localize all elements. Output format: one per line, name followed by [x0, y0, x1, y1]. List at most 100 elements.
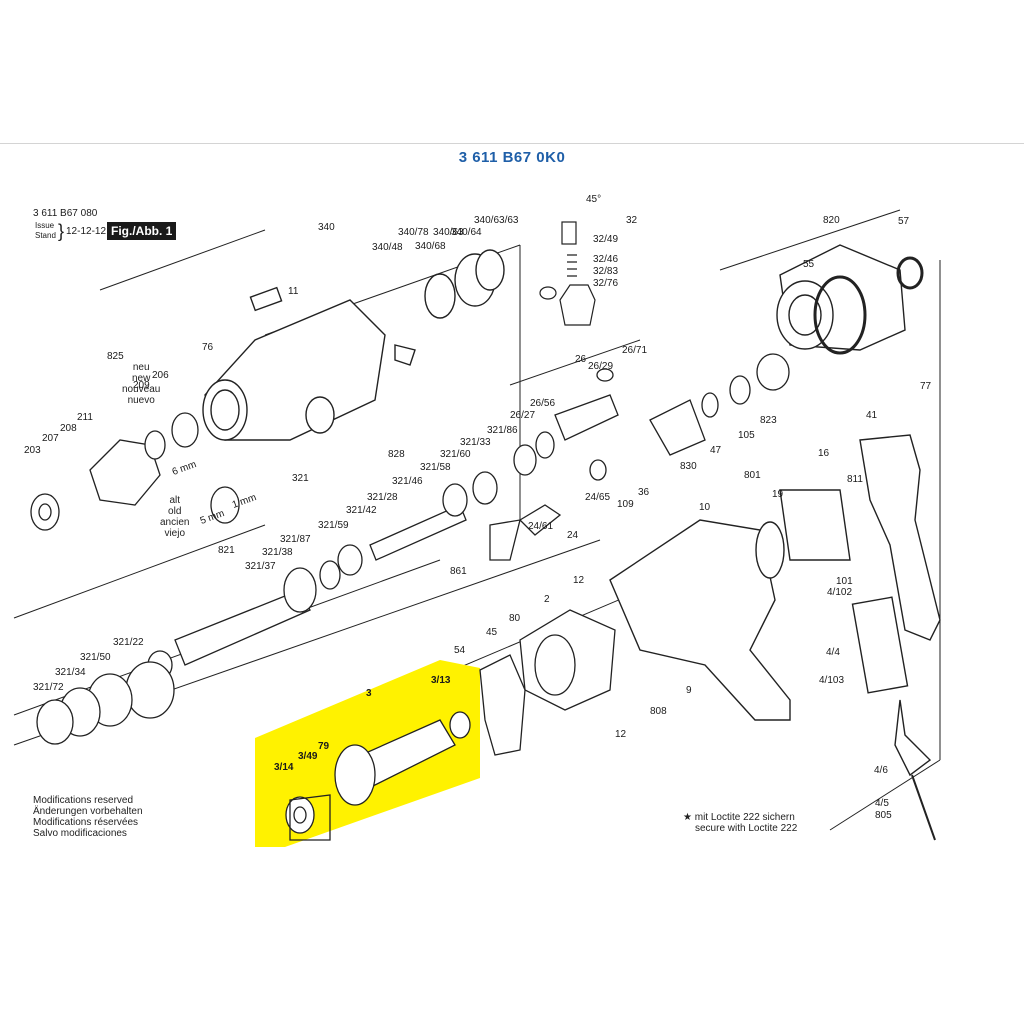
figure-badge: Fig./Abb. 1	[107, 222, 177, 240]
part-label: 811	[847, 474, 863, 485]
part-label: 340/68	[415, 241, 446, 252]
part-label: 3/14	[274, 762, 294, 773]
part-label: 57	[898, 216, 910, 227]
part-label: 206	[152, 370, 169, 381]
part-label: 321/37	[245, 561, 276, 572]
modifications-en: Modifications reserved	[33, 795, 134, 806]
part-label: 211	[77, 412, 93, 423]
part-label: 80	[509, 613, 521, 624]
part-label: 321/59	[318, 520, 349, 531]
part-label: 4/5	[875, 798, 889, 809]
part-label: 805	[875, 810, 892, 821]
part-label: 340/78	[398, 227, 429, 238]
part-label: 45	[486, 627, 498, 638]
part-label: 203	[24, 445, 41, 456]
chuck-825	[30, 412, 240, 531]
part-label: 24	[567, 530, 579, 541]
part-label: 207	[42, 433, 59, 444]
part-label: 26/29	[588, 361, 614, 372]
part-label: 321/46	[392, 476, 423, 487]
legend-viejo: viejo	[164, 528, 186, 539]
part-label: 9	[686, 685, 692, 696]
part-label: 12	[615, 729, 627, 740]
handle-41	[851, 434, 941, 841]
figure-number: 3 611 B67 080	[33, 208, 98, 219]
part-label: 4/4	[826, 647, 840, 658]
loctite-de: ★ mit Loctite 222 sichern	[683, 812, 795, 823]
legend-alt: alt	[169, 495, 181, 506]
part-label: 321/58	[420, 462, 451, 473]
part-label: 47	[710, 445, 722, 456]
part-label: 26/27	[510, 410, 536, 421]
part-label: 340/63	[433, 227, 464, 238]
motor-housing-10	[609, 489, 851, 721]
part-label: 41	[866, 410, 878, 421]
part-label: 32/76	[593, 278, 619, 289]
part-label: 16	[818, 448, 830, 459]
issue-brace: }	[58, 221, 65, 241]
part-label: 340/64	[451, 227, 482, 238]
part-label: 321/34	[55, 667, 86, 678]
part-label: 825	[107, 351, 124, 362]
part-label: 32/46	[593, 254, 619, 265]
spindle-321	[36, 471, 498, 745]
part-label: 823	[760, 415, 777, 426]
part-label: 54	[454, 645, 466, 656]
part-label: 209	[133, 380, 150, 391]
part-label: 340/63/63	[474, 215, 519, 226]
issue-date: 12-12-12	[66, 226, 107, 237]
part-label: 321/33	[460, 437, 491, 448]
part-label: 26/56	[530, 398, 556, 409]
legend-neu: neu	[132, 362, 150, 373]
document-code: 3 611 B67 0K0	[458, 149, 566, 166]
stator-2	[479, 609, 616, 756]
top-divider	[0, 143, 1024, 144]
part-label: 32	[626, 215, 638, 226]
part-label: 830	[680, 461, 697, 472]
part-label: 26	[575, 354, 587, 365]
part-label: 4/6	[874, 765, 888, 776]
part-label: 321/28	[367, 492, 398, 503]
part-label: 24/65	[585, 492, 611, 503]
stand-label: Stand	[35, 231, 56, 240]
part-label: 36	[638, 487, 650, 498]
piston-26	[489, 368, 619, 561]
modifications-es: Salvo modificaciones	[33, 828, 127, 839]
part-label: 26/71	[622, 345, 648, 356]
part-label: 11	[288, 286, 299, 297]
intermediate-shaft-830	[649, 353, 790, 456]
part-label: 321/22	[113, 637, 144, 648]
gear-housing-820	[776, 244, 924, 355]
part-label: 321/60	[440, 449, 471, 460]
legend-ancien: ancien	[160, 517, 190, 528]
part-label: 32/83	[593, 266, 619, 277]
part-label: 19	[772, 489, 784, 500]
part-label: 55	[803, 259, 815, 270]
new-version-legend: neu new nouveau nuevo	[122, 362, 160, 406]
part-label: 321/50	[80, 652, 111, 663]
part-label: 321	[292, 473, 309, 484]
part-label: 105	[738, 430, 755, 441]
part-label: 24/61	[528, 521, 554, 532]
part-label: 76	[202, 342, 214, 353]
modifications-de: Änderungen vorbehalten	[33, 806, 143, 817]
part-label: 101	[836, 576, 853, 587]
part-label: 109	[617, 499, 634, 510]
armature-3	[285, 711, 471, 841]
part-label: 321/72	[33, 682, 64, 693]
part-label: 321/87	[280, 534, 311, 545]
part-label: 821	[218, 545, 235, 556]
part-label: 820	[823, 215, 840, 226]
part-label: 321/42	[346, 505, 377, 516]
part-label: 321/38	[262, 547, 293, 558]
part-label: 321/86	[487, 425, 518, 436]
part-label: 4/102	[827, 587, 853, 598]
part-label: 32/49	[593, 234, 619, 245]
part-label: 45°	[586, 194, 602, 205]
old-version-legend: alt old ancien viejo	[160, 495, 189, 539]
housing-340	[202, 249, 505, 441]
part-label: 208	[60, 423, 77, 434]
part-label: 79	[318, 741, 330, 752]
